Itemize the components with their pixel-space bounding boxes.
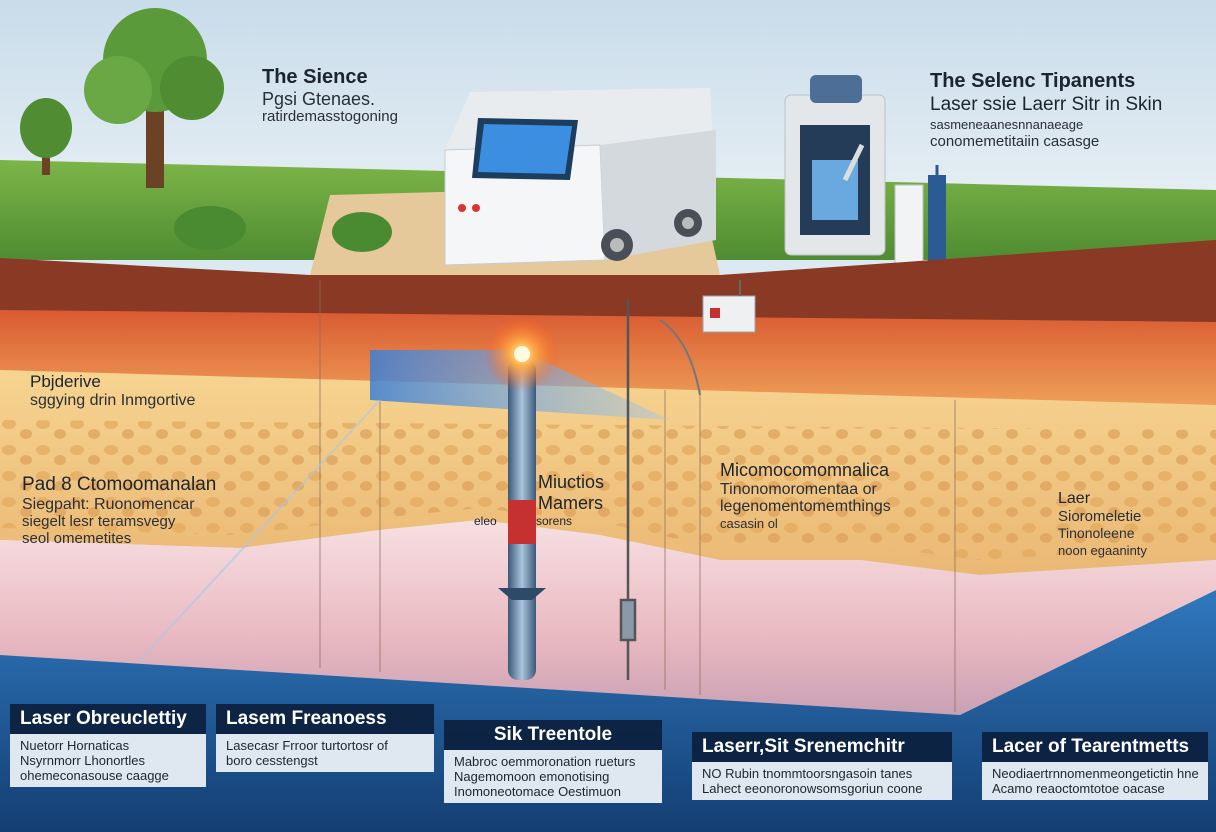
info-panel-3: Sik Treentole Mabroc oemmoronation ruetu… [444, 720, 662, 803]
instrument-rod [619, 300, 637, 680]
layer-label-2-line2: siegelt lesr teramsvegy [22, 513, 176, 530]
info-panel-5-body: Neodiaertrnnomenmeongetictin hne Acamo r… [982, 762, 1208, 800]
top-left-line2: ratirdemasstogoning [262, 108, 398, 125]
info-panel-3-body: Mabroc oemmoronation rueturs Nagemomoon … [444, 750, 662, 803]
top-left-line1: Pgsi Gtenaes. [262, 89, 376, 109]
right-label: Laer Sioromeletie Tinonoleene noon egaan… [1058, 490, 1147, 559]
center-right-title: Micomocomomnalica [720, 460, 890, 480]
laser-machine-icon [444, 88, 716, 266]
info-panel-2: Lasem Freanoess Lasecasr Frroor turtorto… [216, 704, 434, 772]
center-label-line1: Mamers [538, 493, 604, 513]
info-panel-3-line1: Mabroc oemmoronation rueturs [454, 754, 636, 769]
info-panel-4-line1: NO Rubin tnommtoorsngasoin tanes [702, 766, 913, 781]
epidermis-layer [0, 310, 1216, 410]
info-panel-1-line3: ohemeconasouse caagge [20, 768, 169, 783]
treatment-device-icon [784, 75, 946, 270]
top-right-label: The Selenc Tipanents Laser ssie Laerr Si… [930, 70, 1162, 150]
layer-label-2-line3: seol omemetites [22, 530, 132, 547]
info-panel-1-line2: Nsyrnmorr Lhonortles [20, 753, 145, 768]
top-left-title: The Sience [262, 66, 368, 88]
laser-probe-icon [484, 316, 560, 680]
info-panel-1-body: Nuetorr Hornaticas Nsyrnmorr Lhonortles … [10, 734, 206, 787]
info-panel-4-heading: Laserr,Sit Srenemchitr [702, 736, 905, 757]
center-label-tag-left: eleo [474, 514, 497, 528]
dermis-cells [0, 420, 1216, 560]
info-panel-1: Laser Obreuclettiy Nuetorr Hornaticas Ns… [10, 704, 206, 787]
info-panel-2-heading: Lasem Freanoess [226, 708, 387, 729]
top-right-line2: sasmeneaanesnnanaeage [930, 117, 1084, 132]
right-label-line2: Tinonoleene [1058, 525, 1135, 541]
tree-icon [20, 98, 72, 175]
center-right-line1: Tinonomoromentaa or [720, 481, 877, 498]
deep-tissue-layer [0, 520, 1216, 715]
info-panel-4: Laserr,Sit Srenemchitr NO Rubin tnommtoo… [692, 732, 952, 800]
info-panel-2-line2: boro cesstengst [226, 753, 318, 768]
right-label-line1: Sioromeletie [1058, 508, 1142, 525]
top-right-title: The Selenc Tipanents [930, 70, 1136, 92]
info-panel-3-heading: Sik Treentole [493, 724, 613, 745]
sensor-box-icon [659, 280, 756, 396]
top-right-line3: conomemetitaiin casasge [930, 133, 1100, 150]
info-panel-5: Lacer of Tearentmetts Neodiaertrnnomenme… [982, 732, 1208, 800]
info-panel-5-line1: Neodiaertrnnomenmeongetictin hne [992, 766, 1199, 781]
center-label-tag-right: sorens [536, 514, 573, 528]
info-panel-2-line1: Lasecasr Frroor turtortosr of [226, 738, 388, 753]
center-label-title: Miuctios [538, 472, 605, 492]
center-label: Miuctios Mamers [538, 472, 604, 514]
layer-label-1-title: Pbjderive [30, 372, 101, 391]
right-label-title: Laer [1058, 490, 1091, 507]
info-panel-2-body: Lasecasr Frroor turtortosr of boro cesst… [216, 734, 434, 772]
center-right-line2: legenomentomemthings [720, 498, 891, 515]
info-panel-1-heading: Laser Obreuclettiy [20, 708, 187, 729]
info-panel-3-line2: Nagemomoon emonotising [454, 769, 610, 784]
layer-label-2-line1: Siegpaht: Ruonomencar [22, 496, 195, 513]
bush-icon [332, 212, 392, 252]
info-panel-4-line2: Lahect eeonoronowsomsgoriun coone [702, 781, 923, 796]
section-lines [319, 280, 956, 712]
layer-label-1-line1: sggying drin Inmgortive [30, 392, 196, 409]
info-panel-1-line1: Nuetorr Hornaticas [20, 738, 130, 753]
soil-layer [0, 240, 1216, 330]
top-right-line1: Laser ssie Laerr Sitr in Skin [930, 94, 1163, 115]
info-panel-3-line3: Inomoneotomace Oestimuon [454, 784, 621, 799]
center-right-line3: casasin ol [720, 516, 778, 531]
info-panel-5-heading: Lacer of Tearentmetts [992, 736, 1190, 757]
layer-label-2: Pad 8 Ctomoomanalan Siegpaht: Ruonomenca… [22, 474, 216, 547]
info-panel-4-body: NO Rubin tnommtoorsngasoin tanes Lahect … [692, 762, 952, 800]
tree-icon [84, 8, 224, 188]
center-right-label: Micomocomomnalica Tinonomoromentaa or le… [720, 460, 891, 532]
laser-beam-line [139, 399, 381, 661]
bush-icon [174, 206, 246, 250]
info-panel-5-line2: Acamo reaoctomtotoe oacase [992, 781, 1165, 796]
top-left-label: The Sience Pgsi Gtenaes. ratirdemasstogo… [262, 66, 398, 125]
right-label-line3: noon egaaninty [1058, 543, 1147, 558]
layer-label-1: Pbjderive sggying drin Inmgortive [30, 372, 195, 409]
layer-label-2-title: Pad 8 Ctomoomanalan [22, 474, 217, 495]
